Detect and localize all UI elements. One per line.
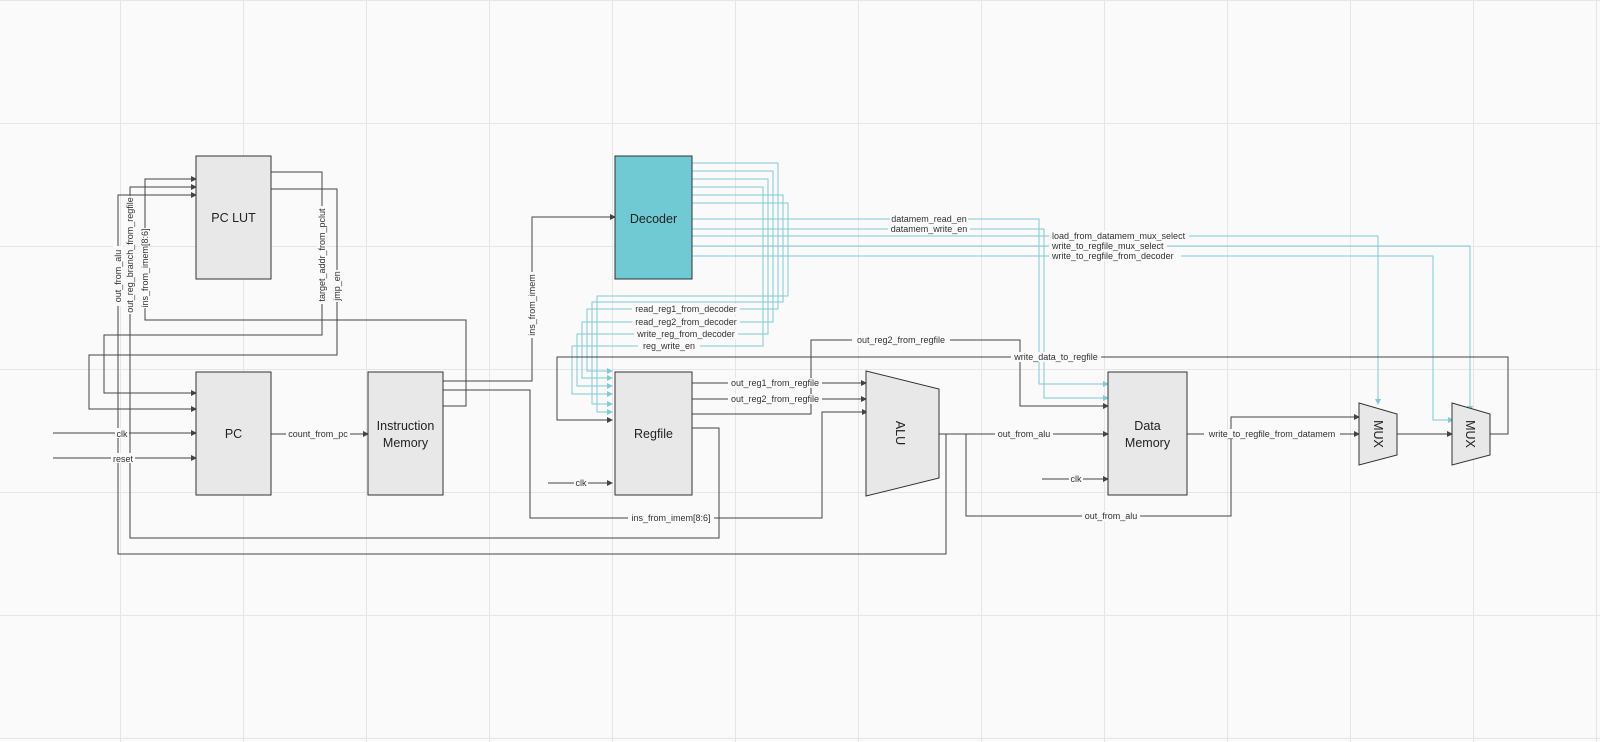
reset-label: reset bbox=[113, 454, 134, 464]
pc-lut-label: PC LUT bbox=[211, 211, 256, 225]
clk-pc-label: clk bbox=[117, 429, 128, 439]
mux1-label: MUX bbox=[1371, 420, 1385, 448]
out-reg2-from-regfile-top-label: out_reg2_from_regfile bbox=[857, 335, 945, 345]
data-memory-label-line2: Memory bbox=[1125, 436, 1171, 450]
decoder-control-wires bbox=[571, 162, 1473, 423]
write-data-to-regfile-label: write_data_to_regfile bbox=[1013, 352, 1098, 362]
ins-from-imem-label: ins_from_imem bbox=[527, 274, 537, 336]
regfile-label: Regfile bbox=[634, 427, 673, 441]
out-reg-branch-from-regfile-label: out_reg_branch_from_regfile bbox=[125, 197, 135, 313]
ins-from-imem-8-6-vertical-label: ins_from_imem[8:6] bbox=[140, 228, 150, 307]
clk-datamem-label: clk bbox=[1071, 474, 1082, 484]
decoder-block: Decoder bbox=[614, 155, 693, 280]
out-reg1-from-regfile-label: out_reg1_from_regfile bbox=[731, 378, 819, 388]
out-from-alu-vertical-label: out_from_alu bbox=[113, 250, 123, 303]
regfile-block: Regfile bbox=[614, 371, 693, 496]
signal-labels: clk reset count_from_pc clk clk datamem_… bbox=[111, 196, 1340, 523]
pc-block: PC bbox=[195, 371, 272, 496]
mux2-block: MUX bbox=[1451, 402, 1491, 466]
clk-regfile-label: clk bbox=[576, 478, 587, 488]
out-from-alu-label: out_from_alu bbox=[998, 429, 1051, 439]
reg-write-en-label: reg_write_en bbox=[643, 341, 695, 351]
read-reg1-from-decoder-label: read_reg1_from_decoder bbox=[635, 304, 737, 314]
write-reg-from-decoder-label: write_reg_from_decoder bbox=[636, 329, 735, 339]
mux1-block: MUX bbox=[1358, 402, 1398, 466]
read-reg2-from-decoder-label: read_reg2_from_decoder bbox=[635, 317, 737, 327]
target-addr-from-pclut-label: target_addr_from_pclut bbox=[317, 208, 327, 302]
count-from-pc-label: count_from_pc bbox=[288, 429, 348, 439]
pc-lut-block: PC LUT bbox=[195, 155, 272, 280]
alu-block: ALU bbox=[865, 370, 940, 497]
write-to-regfile-from-datamem-label: write_to_regfile_from_datamem bbox=[1208, 429, 1336, 439]
jmp-en-label: jmp_en bbox=[332, 271, 342, 302]
pc-label: PC bbox=[225, 427, 242, 441]
data-memory-label-line1: Data bbox=[1134, 419, 1160, 433]
instruction-memory-label-line2: Memory bbox=[383, 436, 429, 450]
ins-from-imem-8-6-bottom-label: ins_from_imem[8:6] bbox=[631, 513, 710, 523]
instruction-memory-block: Instruction Memory bbox=[367, 371, 444, 496]
datamem-write-en-label: datamem_write_en bbox=[891, 224, 968, 234]
instruction-memory-label-line1: Instruction bbox=[377, 419, 435, 433]
out-from-alu-bottom-label: out_from_alu bbox=[1085, 511, 1138, 521]
mux2-label: MUX bbox=[1463, 420, 1477, 448]
out-reg2-from-regfile-label: out_reg2_from_regfile bbox=[731, 394, 819, 404]
datamem-read-en-label: datamem_read_en bbox=[891, 214, 967, 224]
decoder-label: Decoder bbox=[630, 212, 677, 226]
data-memory-block: Data Memory bbox=[1107, 371, 1188, 496]
write-to-regfile-from-decoder-label: write_to_regfile_from_decoder bbox=[1051, 251, 1174, 261]
alu-label: ALU bbox=[893, 421, 907, 445]
load-from-datamem-mux-select-label: load_from_datamem_mux_select bbox=[1052, 231, 1186, 241]
write-to-regfile-mux-select-label: write_to_regfile_mux_select bbox=[1051, 241, 1164, 251]
